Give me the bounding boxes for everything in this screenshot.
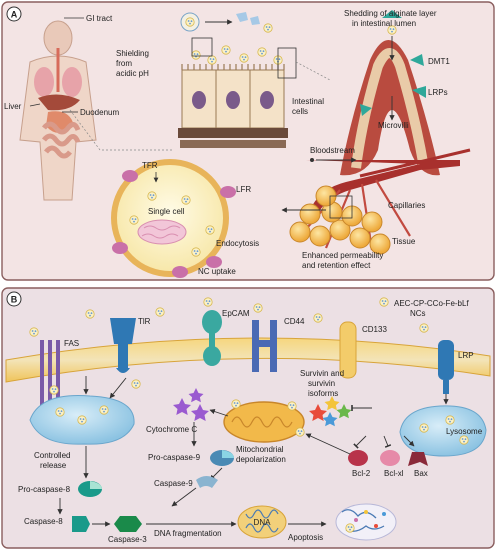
nucleus xyxy=(237,505,287,539)
label-pro-caspase-8: Pro-caspase-8 xyxy=(18,485,71,494)
label-mito-1: Mitochondrial xyxy=(236,445,284,454)
survivin-stars xyxy=(309,396,352,427)
label-apoptosis: Apoptosis xyxy=(288,533,323,542)
label-lrp: LRP xyxy=(458,351,474,360)
label-controlled-release-2: release xyxy=(40,461,67,470)
tissue-cells xyxy=(289,185,391,255)
label-endocytosis: Endocytosis xyxy=(216,239,259,248)
label-cd44: CD44 xyxy=(284,317,305,326)
label-shielding-3: acidic pH xyxy=(116,69,149,78)
label-dmt1: DMT1 xyxy=(428,57,450,66)
label-bcl2: Bcl-2 xyxy=(352,469,371,478)
bcl-family xyxy=(348,450,428,466)
panel-a-letter: A xyxy=(11,10,18,20)
label-lysosome: Lysosome xyxy=(446,427,483,436)
label-shedding-2: in intestinal lumen xyxy=(352,19,416,28)
label-caspase-8: Caspase-8 xyxy=(24,517,63,526)
label-duodenum: Duodenum xyxy=(80,108,119,117)
label-gi-tract: GI tract xyxy=(86,14,113,23)
label-shielding-1: Shielding xyxy=(116,49,149,58)
label-intestinal-cells-1: Intestinal xyxy=(292,97,324,106)
cytochrome-c-stars xyxy=(173,388,209,421)
label-tissue: Tissue xyxy=(392,237,416,246)
epcam-receptor xyxy=(202,310,222,366)
label-survivin-2: survivin xyxy=(308,379,335,388)
fas-receptor xyxy=(40,340,60,406)
panel-b-letter: B xyxy=(11,295,18,305)
label-capillaries: Capillaries xyxy=(388,201,425,210)
cd133-receptor xyxy=(339,321,357,379)
cell-receptors xyxy=(112,170,236,278)
label-mito-2: depolarization xyxy=(236,455,286,464)
panel-b-badge xyxy=(6,291,22,307)
microvillus xyxy=(340,40,440,176)
label-microvilli: Microvilli xyxy=(378,121,409,130)
caspase-8-shape xyxy=(72,516,90,532)
label-dna: DNA xyxy=(254,518,272,527)
liver-shape xyxy=(38,94,80,111)
label-pro-caspase-9: Pro-caspase-9 xyxy=(148,453,201,462)
label-liver: Liver xyxy=(4,102,22,111)
apoptotic-cell xyxy=(335,503,397,541)
label-nc-uptake: NC uptake xyxy=(198,267,236,276)
label-tfr: TFR xyxy=(142,161,158,170)
label-bax: Bax xyxy=(414,469,428,478)
cd44-receptor xyxy=(252,320,277,372)
single-cell xyxy=(111,159,229,277)
label-lfr: LFR xyxy=(236,185,251,194)
label-epr-1: Enhanced permeability xyxy=(302,251,383,260)
caspase-9-shape xyxy=(196,476,218,488)
caspase-3-shape xyxy=(114,516,142,532)
label-bloodstream: Bloodstream xyxy=(310,146,355,155)
label-epcam: EpCAM xyxy=(222,309,250,318)
label-single-cell: Single cell xyxy=(148,207,185,216)
label-fas: FAS xyxy=(64,339,79,348)
label-survivin-3: isoforms xyxy=(308,389,338,398)
label-caspase-3: Caspase-3 xyxy=(108,535,147,544)
dmt1-transporter xyxy=(382,10,402,18)
label-controlled-release-1: Controlled xyxy=(34,451,70,460)
label-dna-fragmentation: DNA fragmentation xyxy=(154,529,222,538)
tlr-receptor xyxy=(110,318,136,373)
intestinal-cells xyxy=(178,64,288,148)
label-tlr: TlR xyxy=(138,317,151,326)
label-cd133: CD133 xyxy=(362,325,387,334)
label-ncs-1: AEC-CP-CCo-Fe-bLf xyxy=(394,299,469,308)
label-shedding-1: Shedding of alginate layer xyxy=(344,9,437,18)
label-shielding-2: from xyxy=(116,59,132,68)
panel-a-badge xyxy=(6,6,22,22)
lrp-receptor xyxy=(438,340,454,394)
label-epr-2: and retention effect xyxy=(302,261,371,270)
human-body-icon xyxy=(19,20,97,201)
label-lrps: LRPs xyxy=(428,88,448,97)
label-intestinal-cells-2: cells xyxy=(292,107,308,116)
label-caspase-9: Caspase-9 xyxy=(154,479,193,488)
label-bclxl: Bcl-xl xyxy=(384,469,404,478)
label-cytochrome-c: Cytochrome C xyxy=(146,425,197,434)
label-ncs-2: NCs xyxy=(410,309,426,318)
label-survivin-1: Survivin and xyxy=(300,369,344,378)
mitochondrion xyxy=(223,401,305,443)
